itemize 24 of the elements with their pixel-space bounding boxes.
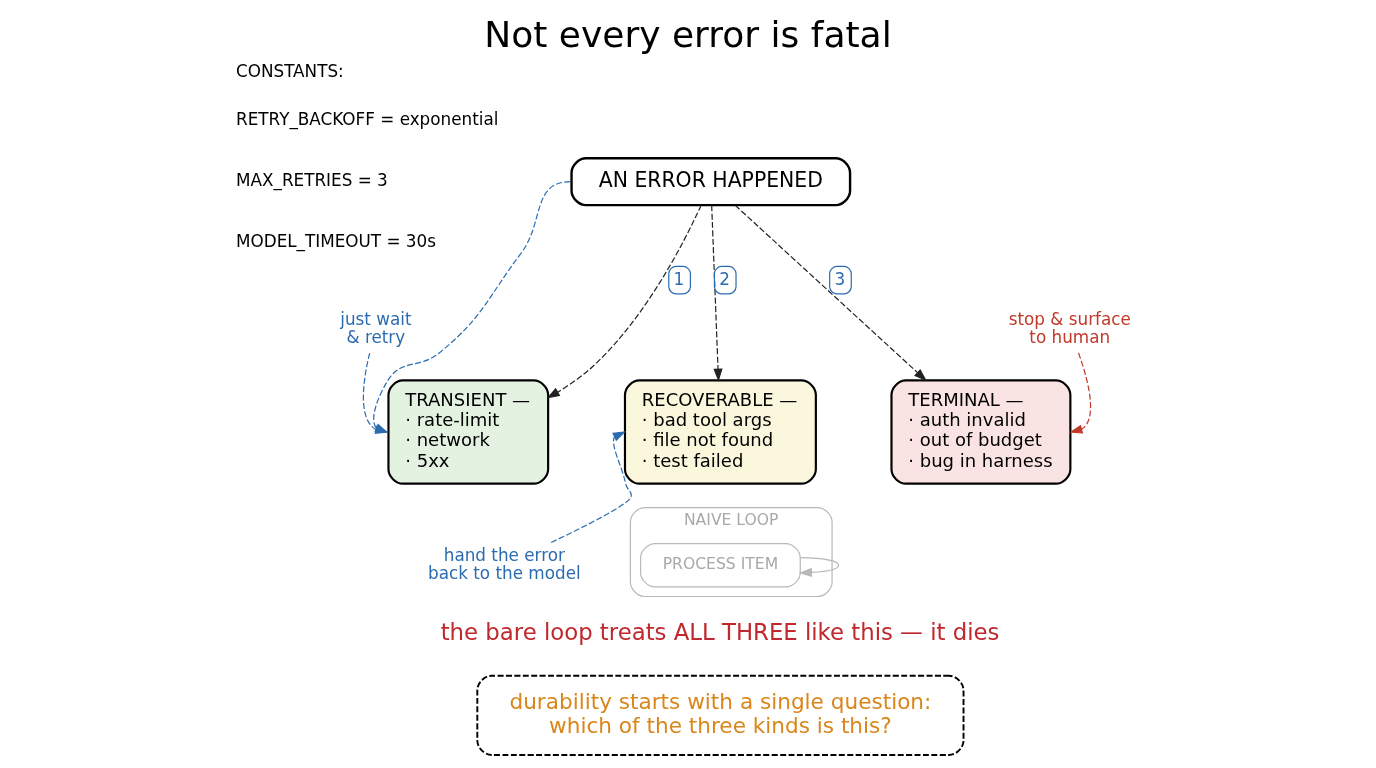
edge-label: 2 — [719, 269, 730, 290]
node-box: RECOVERABLE — · bad tool args · file not found · test failed — [623, 379, 817, 485]
arrow — [546, 204, 702, 399]
arrow — [711, 204, 723, 382]
node-box: AN ERROR HAPPENED — [570, 157, 852, 207]
node-box: TRANSIENT — · rate-limit · network · 5xx — [387, 379, 550, 485]
diagram-title: Not every error is fatal — [484, 13, 892, 55]
edge-label: 1 — [673, 269, 685, 290]
node-box: durability starts with a single question: which of the three kinds is this? — [476, 674, 965, 756]
arrow — [734, 204, 927, 382]
node-box: TERMINAL — · auth invalid · out of budget · bug in harness — [890, 379, 1072, 485]
node-text: stop & surface to human — [1008, 309, 1131, 348]
label: the bare loop treats ALL THREE like this — it dies — [440, 618, 1000, 645]
label: MAX_RETRIES = 3 — [236, 170, 388, 191]
label: CONSTANTS: — [236, 60, 344, 81]
edge-label: 3 — [834, 269, 846, 290]
arrow — [798, 557, 840, 578]
label: RETRY_BACKOFF = exponential — [236, 108, 499, 129]
node-box: PROCESS ITEM — [640, 543, 801, 588]
arrow — [1069, 352, 1092, 434]
label: MODEL_TIMEOUT = 30s — [236, 231, 436, 252]
node-text: just wait & retry — [340, 309, 412, 348]
node-text: hand the error back to the model — [427, 544, 581, 583]
arrow — [550, 431, 632, 543]
